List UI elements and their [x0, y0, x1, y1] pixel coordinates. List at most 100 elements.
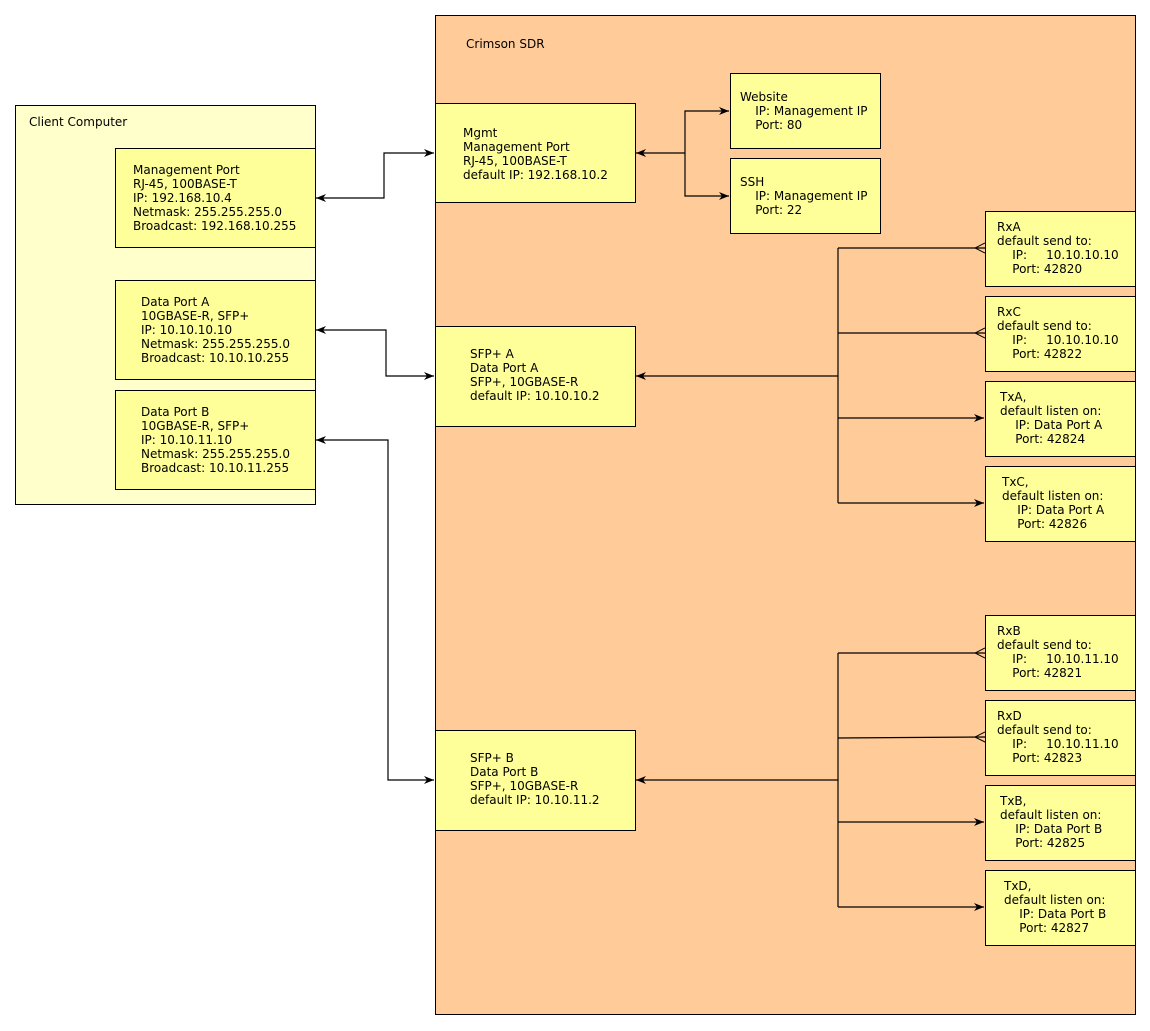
text-line: 10GBASE-R, SFP+	[141, 309, 250, 323]
text-line: SFP+, 10GBASE-R	[470, 779, 579, 793]
text-line: Mgmt	[463, 126, 498, 140]
channel-txd-box: TxD,default listen on: IP: Data Port B P…	[985, 870, 1136, 946]
text-line: Port: 42825	[1000, 836, 1086, 850]
text-line: IP: 192.168.10.4	[133, 191, 232, 205]
text-line: IP: 10.10.11.10	[141, 433, 233, 447]
text-line: default IP: 192.168.10.2	[463, 168, 608, 182]
text-line: TxA,	[1000, 390, 1027, 404]
text-line: RJ-45, 100BASE-T	[463, 154, 567, 168]
text-line: default send to:	[997, 234, 1092, 248]
channel-txb-box: TxB,default listen on: IP: Data Port B P…	[985, 785, 1136, 861]
text-line: Netmask: 255.255.255.0	[141, 447, 290, 461]
text-line: IP: Management IP	[740, 104, 868, 118]
client-computer-title: Client Computer	[29, 115, 128, 129]
text-line: IP: 10.10.11.10	[997, 737, 1119, 751]
text-line: Data Port B	[141, 405, 210, 419]
link-data-a	[316, 326, 434, 380]
text-line: IP: Data Port A	[1000, 418, 1103, 432]
text-line: default IP: 10.10.10.2	[470, 389, 600, 403]
website-service-text: Website IP: Management IP Port: 80	[740, 90, 868, 132]
text-line: SFP+, 10GBASE-R	[470, 375, 579, 389]
ssh-service-text: SSH IP: Management IP Port: 22	[740, 175, 868, 217]
text-line: Netmask: 255.255.255.0	[133, 205, 282, 219]
text-line: Management Port	[463, 140, 570, 154]
text-line: Netmask: 255.255.255.0	[141, 337, 290, 351]
text-line: SFP+ B	[470, 751, 514, 765]
text-line: default send to:	[997, 319, 1092, 333]
website-service-box: Website IP: Management IP Port: 80	[730, 73, 881, 149]
text-line: Data Port B	[470, 765, 539, 779]
text-line: Data Port A	[141, 295, 210, 309]
text-line: default listen on:	[1002, 489, 1104, 503]
text-line: Port: 42820	[997, 262, 1083, 276]
channel-txc-box: TxC,default listen on: IP: Data Port A P…	[985, 466, 1136, 542]
channel-txd-text: TxD,default listen on: IP: Data Port B P…	[1004, 879, 1106, 935]
text-line: TxD,	[1004, 879, 1032, 893]
text-line: SSH	[740, 175, 765, 189]
text-line: IP: Data Port A	[1002, 503, 1105, 517]
text-line: Broadcast: 10.10.10.255	[141, 351, 290, 365]
crimson-sdr-title: Crimson SDR	[466, 37, 545, 51]
text-line: Port: 42824	[1000, 432, 1086, 446]
link-mgmt	[316, 149, 434, 202]
ssh-service-box: SSH IP: Management IP Port: 22	[730, 158, 881, 234]
text-line: Port: 42821	[997, 666, 1083, 680]
link-data-b	[316, 436, 434, 784]
text-line: Port: 42826	[1002, 517, 1088, 531]
text-line: Port: 22	[740, 203, 803, 217]
channel-txa-text: TxA,default listen on: IP: Data Port A P…	[1000, 390, 1102, 446]
text-line: SFP+ A	[470, 347, 514, 361]
text-line: Website	[740, 90, 788, 104]
text-line: TxB,	[1000, 794, 1027, 808]
text-line: default listen on:	[1000, 404, 1102, 418]
text-line: Management Port	[133, 163, 240, 177]
text-line: default send to:	[997, 723, 1092, 737]
text-line: Data Port A	[470, 361, 539, 375]
text-line: IP: Management IP	[740, 189, 868, 203]
text-line: Port: 42823	[997, 751, 1083, 765]
text-line: IP: 10.10.10.10	[997, 333, 1119, 347]
text-line: Port: 42822	[997, 347, 1083, 361]
text-line: RJ-45, 100BASE-T	[133, 177, 237, 191]
text-line: default listen on:	[1004, 893, 1106, 907]
text-line: IP: 10.10.10.10	[997, 248, 1119, 262]
text-line: 10GBASE-R, SFP+	[141, 419, 250, 433]
text-line: default listen on:	[1000, 808, 1102, 822]
text-line: default send to:	[997, 638, 1092, 652]
text-line: RxA	[997, 220, 1021, 234]
text-line: Port: 80	[740, 118, 803, 132]
text-line: RxD	[997, 709, 1022, 723]
text-line: default IP: 10.10.11.2	[470, 793, 600, 807]
text-line: Port: 42827	[1004, 921, 1090, 935]
text-line: Broadcast: 192.168.10.255	[133, 219, 297, 233]
text-line: RxC	[997, 305, 1021, 319]
text-line: Broadcast: 10.10.11.255	[141, 461, 290, 475]
text-line: TxC,	[1002, 475, 1029, 489]
text-line: IP: Data Port B	[1004, 907, 1107, 921]
channel-txa-box: TxA,default listen on: IP: Data Port A P…	[985, 381, 1136, 457]
text-line: IP: Data Port B	[1000, 822, 1103, 836]
text-line: RxB	[997, 624, 1021, 638]
text-line: IP: 10.10.11.10	[997, 652, 1119, 666]
channel-txb-text: TxB,default listen on: IP: Data Port B P…	[1000, 794, 1102, 850]
